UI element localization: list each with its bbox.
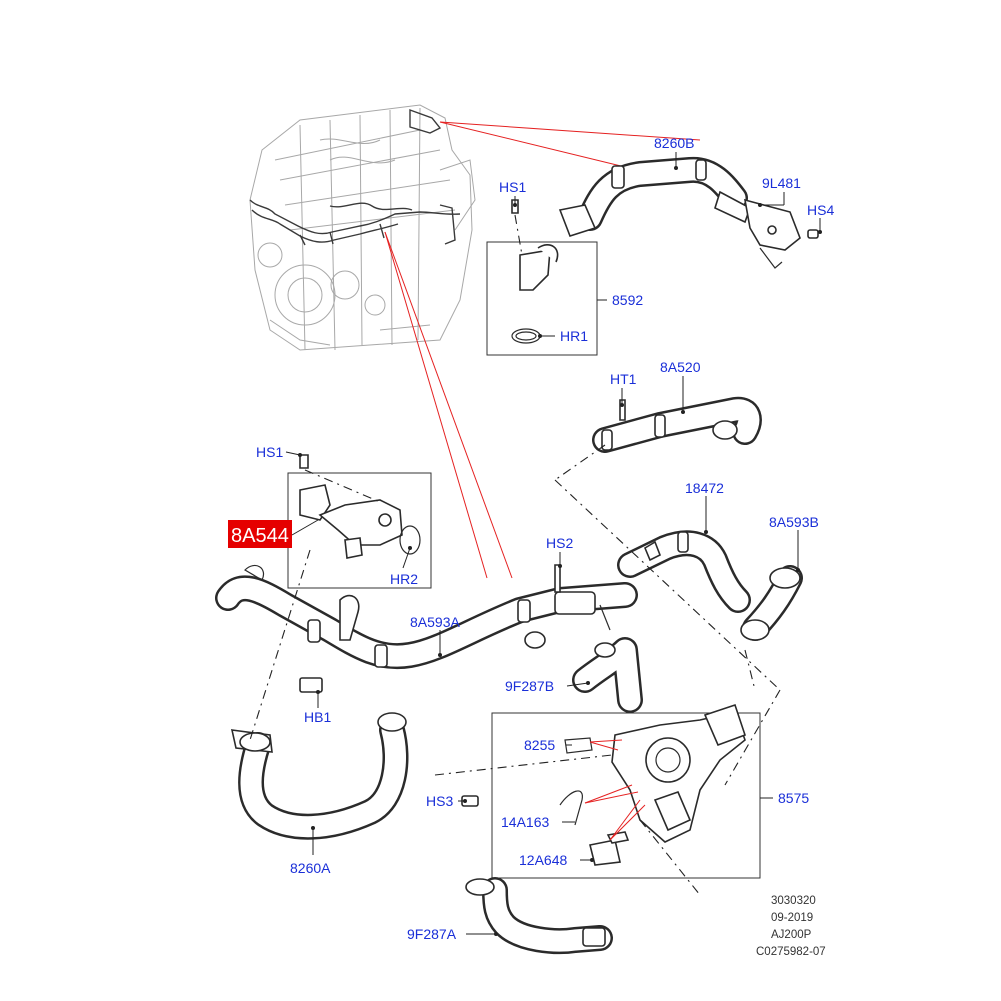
reference-line-3: AJ200P [771, 929, 812, 941]
callout-HR2: HR2 [390, 571, 418, 587]
reference-block: 3030320 09-2019 AJ200P C0275982-07 [756, 895, 826, 958]
callout-12A648: 12A648 [519, 852, 567, 868]
hose-8A520 [592, 396, 762, 453]
callout-14A163: 14A163 [501, 814, 549, 830]
part-8A544-group [287, 454, 432, 589]
part-HB1 [299, 677, 323, 693]
hose-8A593B [740, 565, 803, 641]
callout-8A593B: 8A593B [769, 514, 819, 530]
reference-line-4: C0275982-07 [756, 946, 826, 958]
reference-line-1: 3030320 [771, 895, 816, 907]
callout-18472: 18472 [685, 480, 724, 496]
callout-8260B: 8260B [654, 135, 694, 151]
hose-8260A [230, 712, 409, 840]
hose-9F287A [465, 877, 613, 955]
hose-8A593A [215, 564, 638, 670]
leader-lines [285, 152, 822, 936]
reference-line-2: 09-2019 [771, 912, 813, 924]
callout-9F287B: 9F287B [505, 678, 554, 694]
hose-8260B [558, 156, 819, 269]
red-leader-lines [384, 121, 701, 579]
callout-HS1-top: HS1 [499, 179, 526, 195]
callout-HB1: HB1 [304, 709, 331, 725]
dashed-connection-lines [249, 444, 781, 896]
callout-9L481: 9L481 [762, 175, 801, 191]
callout-8255: 8255 [524, 737, 555, 753]
callout-HT1: HT1 [610, 371, 637, 387]
callout-HS4: HS4 [807, 202, 834, 218]
callout-8A520: 8A520 [660, 359, 701, 375]
hose-9F287B [572, 637, 643, 713]
callout-HS1-mid: HS1 [256, 444, 283, 460]
callout-labels: 8260B 9L481 HS4 HS1 8592 HR1 HT1 8A520 H… [256, 135, 834, 942]
callout-8575: 8575 [778, 790, 809, 806]
callout-8592: 8592 [612, 292, 643, 308]
highlight-callout-8A544: 8A544 [228, 520, 292, 548]
hose-18472 [617, 530, 751, 613]
callout-HR1: HR1 [560, 328, 588, 344]
part-8575-group [491, 703, 761, 879]
callout-8260A: 8260A [290, 860, 331, 876]
part-8592-group [486, 199, 598, 356]
callout-HS2: HS2 [546, 535, 573, 551]
callout-8A593A: 8A593A [410, 614, 460, 630]
callout-9F287A: 9F287A [407, 926, 457, 942]
red-leader-lines-8575 [584, 739, 646, 841]
callout-HS3: HS3 [426, 793, 453, 809]
highlight-label: 8A544 [231, 525, 289, 547]
highlight-box [228, 520, 292, 548]
engine-illustration [249, 104, 476, 351]
